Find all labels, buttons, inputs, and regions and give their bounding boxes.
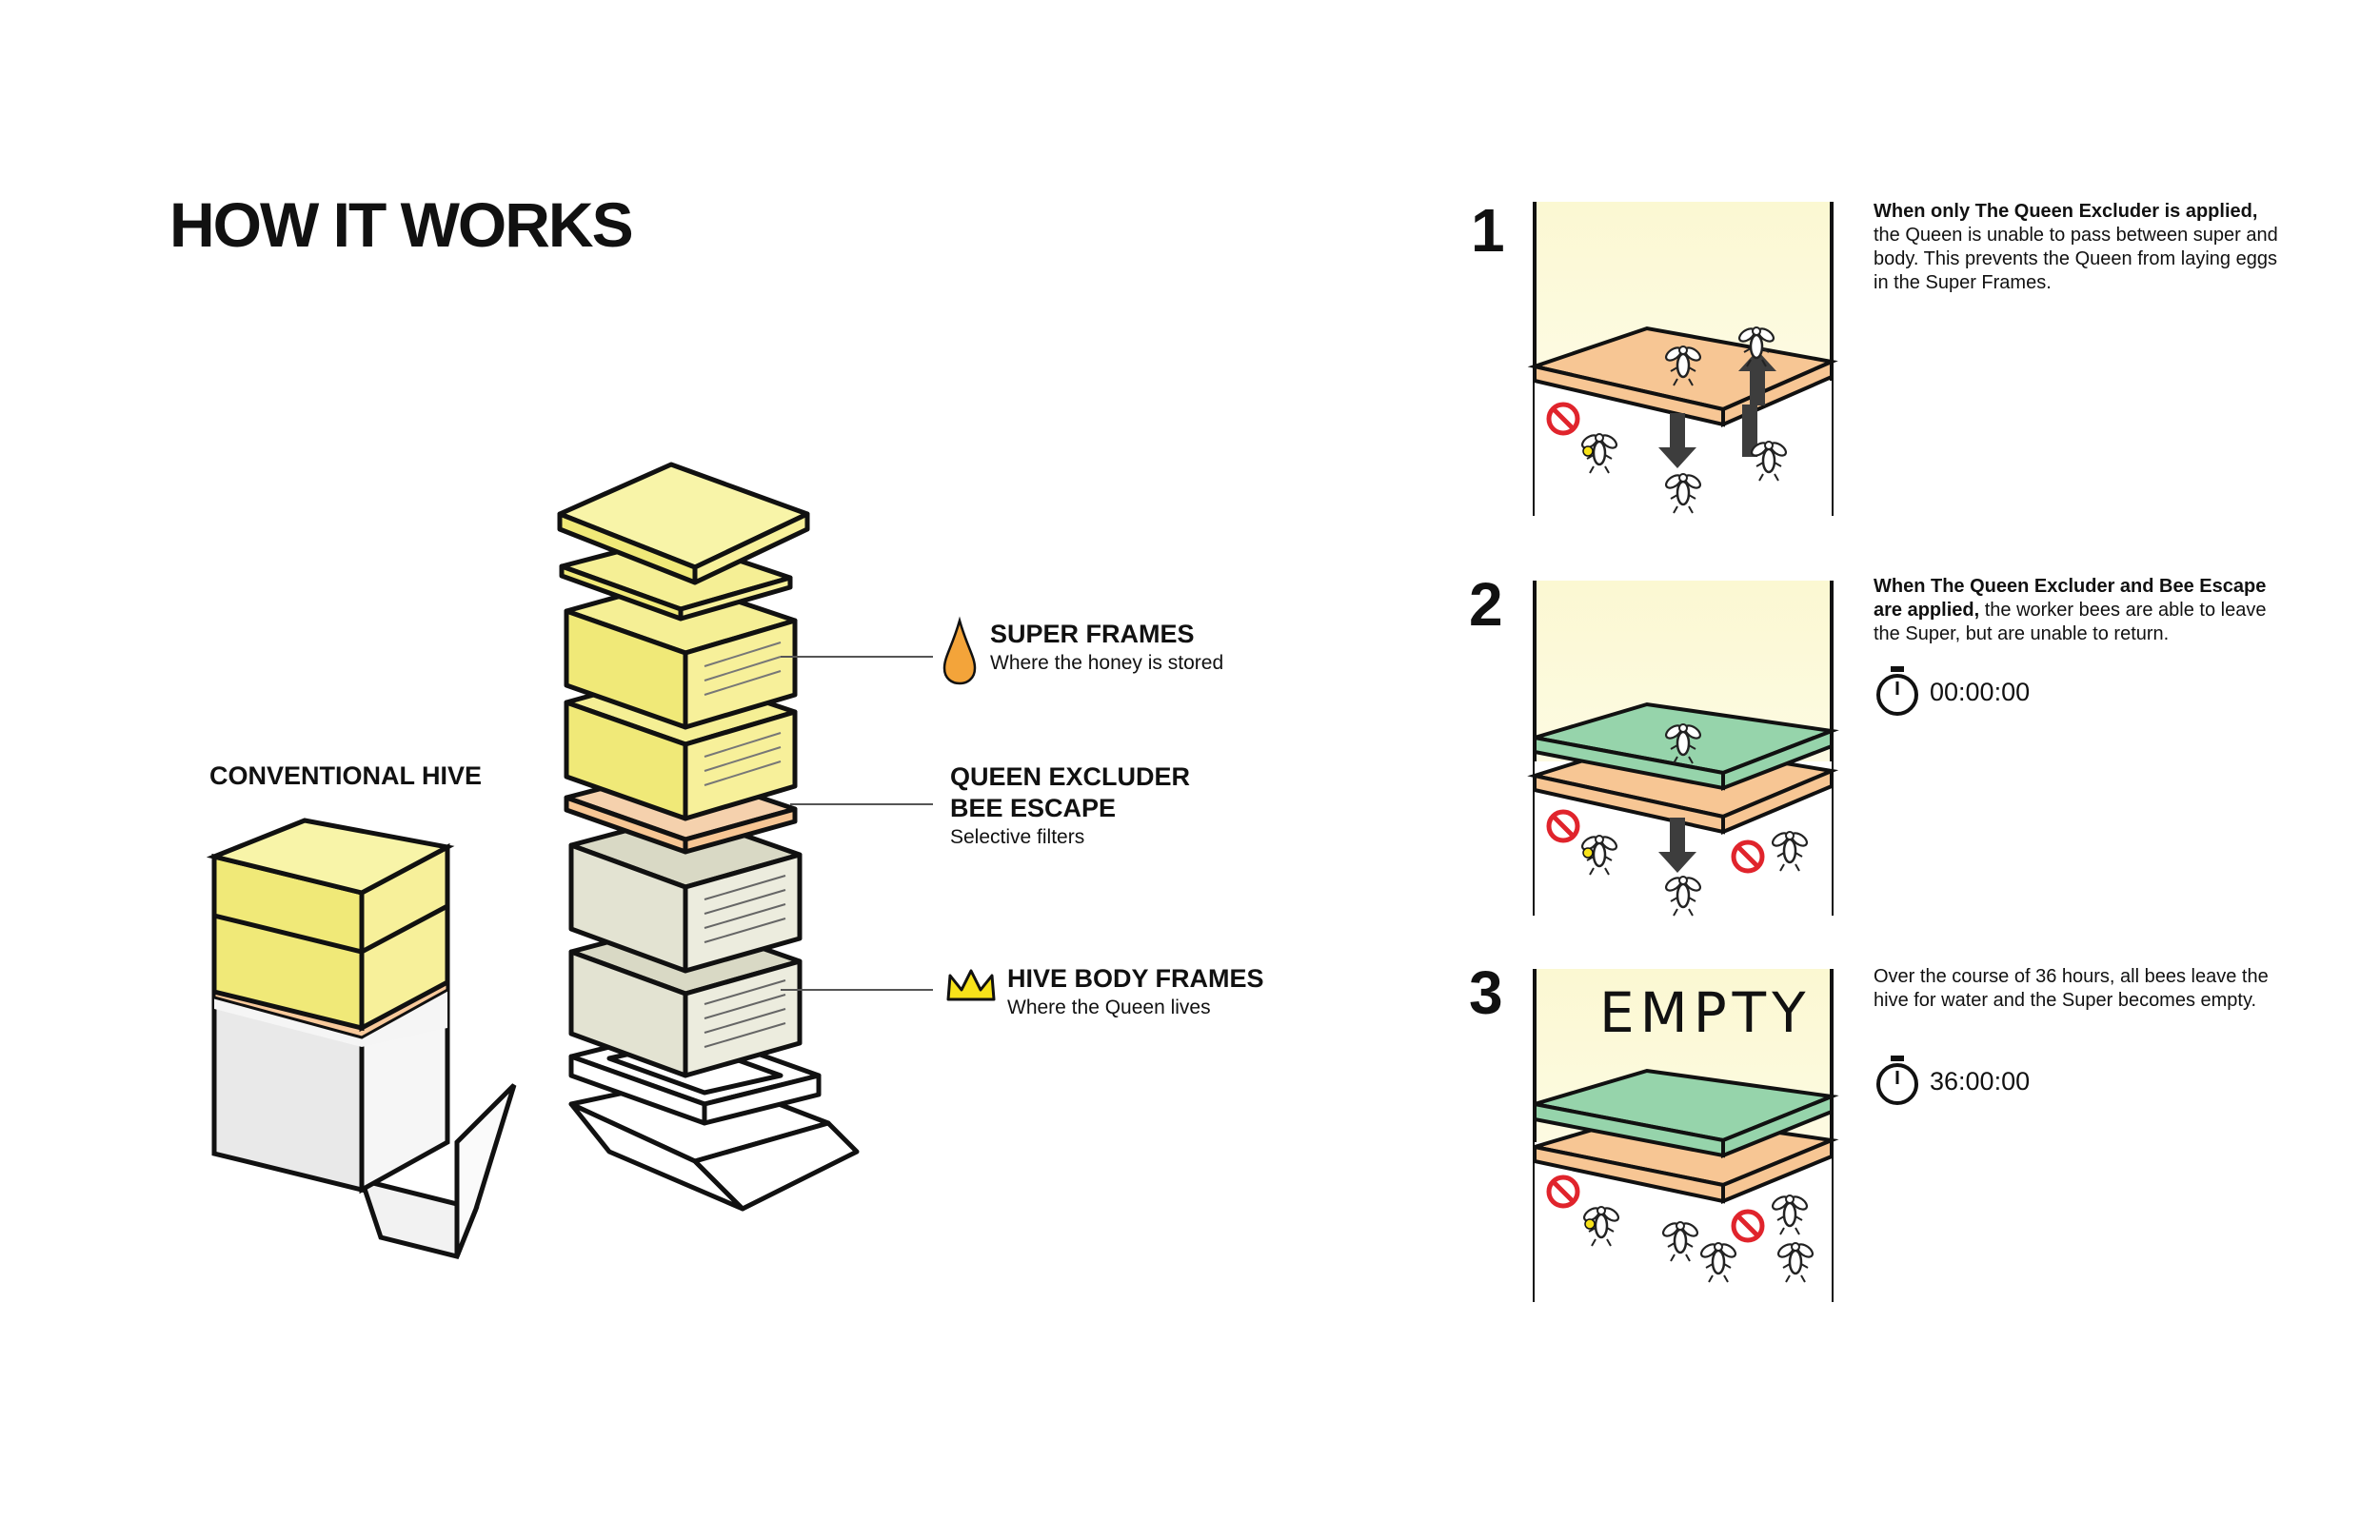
step-2-description: When The Queen Excluder and Bee Escape a… <box>1874 575 2283 646</box>
step-3-timer: 36:00:00 <box>1930 1067 2031 1096</box>
conventional-hive-label: CONVENTIONAL HIVE <box>209 761 483 790</box>
crown-icon <box>946 969 996 1001</box>
stopwatch-icon <box>1876 666 1918 716</box>
step-2-panel <box>1527 581 1839 918</box>
bee-escape-heading: BEE ESCAPE <box>950 794 1117 822</box>
honey-drop-icon <box>942 616 977 685</box>
empty-handwritten-word: EMPTY <box>1599 980 1812 1045</box>
leader-lines <box>781 656 933 991</box>
step-1-bold: When only The Queen Excluder is applied, <box>1874 201 2258 222</box>
step-3-number: 3 <box>1469 958 1503 1027</box>
queen-excluder-heading: QUEEN EXCLUDER <box>950 762 1191 791</box>
excluder-caption: Selective filters <box>950 826 1085 848</box>
super-frames-heading: SUPER FRAMES <box>990 620 1195 648</box>
queen-excluder-label: QUEEN EXCLUDER BEE ESCAPE Selective filt… <box>950 761 1190 851</box>
conventional-hive <box>206 818 517 1259</box>
step-1-panel <box>1527 202 1838 516</box>
hive-body-label: HIVE BODY FRAMES Where the Queen lives <box>1007 963 1264 1021</box>
exploded-hive <box>557 462 860 1212</box>
step-2-text: the worker bees are able to leave the Su… <box>1874 600 2267 644</box>
stopwatch-icon <box>1876 1056 1918 1105</box>
step-2-number: 2 <box>1469 570 1503 639</box>
step-1-number: 1 <box>1471 196 1505 265</box>
super-frames-caption: Where the honey is stored <box>990 652 1224 674</box>
step-2-bold: When The Queen Excluder and Bee Escape a… <box>1874 576 2267 621</box>
step-1-description: When only The Queen Excluder is applied,… <box>1874 200 2283 295</box>
step-1-text: the Queen is unable to pass between supe… <box>1874 225 2278 293</box>
hive-body-caption: Where the Queen lives <box>1007 997 1211 1018</box>
step-3-description: Over the course of 36 hours, all bees le… <box>1874 965 2283 1013</box>
hive-body-heading: HIVE BODY FRAMES <box>1007 964 1264 993</box>
step-2-timer: 00:00:00 <box>1930 678 2031 706</box>
page-title: HOW IT WORKS <box>169 189 634 260</box>
step-3-text: Over the course of 36 hours, all bees le… <box>1874 966 2269 1011</box>
super-frames-label: SUPER FRAMES Where the honey is stored <box>990 619 1223 677</box>
step-3-panel <box>1533 969 1839 1302</box>
